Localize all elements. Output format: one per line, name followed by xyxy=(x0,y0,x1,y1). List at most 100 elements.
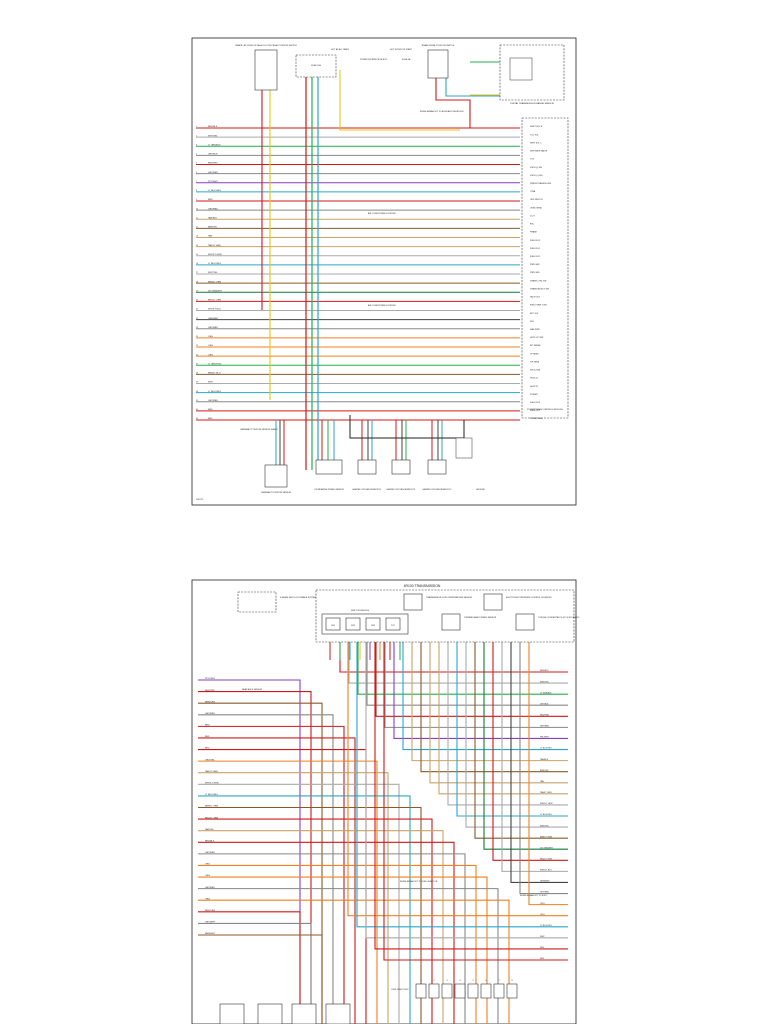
left-pin-number: 17 xyxy=(196,272,198,274)
right-wire-label: LT BLU/ORG xyxy=(540,748,552,750)
pcm-pin-label: TCC SOL xyxy=(530,134,540,136)
left-pin-number: 23 xyxy=(196,327,198,329)
figure-id: G10715 xyxy=(196,499,204,501)
hot-run-label: HOT IN RUN OR START xyxy=(390,48,413,51)
pcm-pin-label: TACH OUT xyxy=(530,296,541,299)
pcm-pin-label: HO2S 21 xyxy=(530,386,539,388)
left-wire-label: TAN/LT GRN xyxy=(208,244,221,247)
ho2s-2-label: HEATED OXYGEN SENSOR 21 xyxy=(387,488,417,491)
left-wire-label: BRN/YEL xyxy=(208,227,218,229)
left-wire-label: GRY/BLK xyxy=(208,154,218,156)
left-wire-13 xyxy=(198,818,433,1024)
right-wire-5 xyxy=(375,640,568,717)
left-pin-number: 31 xyxy=(196,400,198,402)
brake-switch-box xyxy=(427,49,449,79)
ground-block xyxy=(455,437,473,459)
left-wire-1 xyxy=(198,679,301,1024)
left-pin-number: 5 xyxy=(196,163,197,165)
pcm-pin-label: POWER xyxy=(530,394,538,396)
left-wire-label: BRN/WHT xyxy=(205,933,216,935)
right-wire-9 xyxy=(411,640,568,762)
right-wire-label: TAN xyxy=(540,780,544,783)
ground-line xyxy=(349,415,464,439)
left-wire-label: RED/PNK xyxy=(205,690,215,692)
left-pin-number: 26 xyxy=(196,354,198,356)
left-wire-label: TAN xyxy=(208,235,213,238)
pcm-pin-label: IGN (LOW) xyxy=(530,370,540,372)
left-wire-label: GRY/RED xyxy=(205,713,215,715)
left-wire-label: LT BLU/ORG xyxy=(208,391,221,393)
pdb-label: POWER DISTRIBUTION BOX xyxy=(360,59,388,61)
right-wire-8 xyxy=(402,640,568,751)
left-wire-9 xyxy=(198,772,389,1024)
fuel-injector-number: 3 xyxy=(446,980,448,982)
left-wire-label: ORG xyxy=(205,864,210,866)
ho2s-2-box xyxy=(391,459,411,475)
clutch-switch-box xyxy=(254,49,278,91)
pcm-pin-label: KAM PWR xyxy=(530,328,540,331)
left-pin-number: 7 xyxy=(196,181,197,183)
right-wire-label: ORG xyxy=(540,914,545,916)
left-pin-number: 4 xyxy=(196,154,197,156)
right-wire-27 xyxy=(383,640,568,961)
left-wire-label: WHT/YEL xyxy=(208,272,219,274)
left-wire-label: RED/LT GRN xyxy=(208,300,221,302)
rear-axle-sensor-label: REAR AXLE SENSOR xyxy=(242,688,263,691)
left-wire-label: GRY/RED xyxy=(208,208,218,210)
right-wire-label: WHT/LT GRN xyxy=(540,803,553,805)
left-pin-number: 20 xyxy=(196,300,198,302)
speed-sensor-label: OIL/RESERVE SPEED SENSOR xyxy=(314,489,344,491)
right-wire-label: GRY/RED xyxy=(540,892,550,894)
left-wire-label: BRN/LT GRN xyxy=(205,806,218,808)
right-wire-23 xyxy=(347,640,568,917)
right-wire-label: RED xyxy=(540,958,545,960)
fuel-injector-number: 1 xyxy=(420,980,422,982)
ho2s-3-label: HEATED OXYGEN SENSOR 12 xyxy=(423,488,453,491)
solenoid-label: SS1 xyxy=(331,625,336,627)
left-wire-label: GRY/RED xyxy=(205,852,215,854)
tcc-solenoid-label: TORQUE CONVERTER CLUTCH SOLENOID xyxy=(538,617,580,619)
left-wire-17 xyxy=(198,864,477,1024)
right-wire-15 xyxy=(465,640,568,828)
left-pin-number: 27 xyxy=(196,363,198,365)
transmission-wiring-diagram: 4R100 TRANSMISSION 4 WHEEL ANTI-LOCK BRA… xyxy=(191,579,580,1024)
brake-feed-2 xyxy=(445,78,500,97)
left-pin-number: 33 xyxy=(196,418,198,420)
right-wire-18 xyxy=(492,640,568,861)
left-wire-6 xyxy=(198,737,356,1024)
right-wire-10 xyxy=(420,640,568,773)
pcm-pin-label: TIP SENS xyxy=(530,361,540,363)
pcm-pin-label: SHIFT SOL B xyxy=(530,126,543,128)
left-wire-label: LT GRN/BLK xyxy=(208,144,221,146)
left-pin-number: 13 xyxy=(196,236,198,238)
left-wire-label: RED/ORG xyxy=(205,910,216,912)
right-wire-label: GRY/BLK xyxy=(540,703,549,705)
left-wire-label: RED xyxy=(208,418,213,420)
clutch-switch-label: BRAKE LEFT SIDE OF DASH CLUTCH PEDAL POS… xyxy=(235,44,297,47)
right-wire-19 xyxy=(501,640,568,872)
right-wire-label: RED/PNK xyxy=(540,715,550,717)
right-wire-label: TAN/BLK xyxy=(540,758,549,761)
left-pin-number: 29 xyxy=(196,382,198,384)
fuel-injector-8 xyxy=(506,983,518,999)
right-wire-label: TAN/LT GRN xyxy=(540,791,552,794)
shift-solenoids-label: SHIFT SOLENOIDS xyxy=(351,610,370,612)
pcm-pin-label: ESC xyxy=(530,224,535,226)
left-wire-12 xyxy=(198,806,422,1024)
left-wire-label: RED xyxy=(205,725,210,727)
fuel-injectors-label: FUEL INJECTORS xyxy=(392,989,410,991)
bottom-sensor-4 xyxy=(325,1003,351,1024)
right-wire-25 xyxy=(365,640,568,939)
right-wire-17 xyxy=(483,640,568,850)
right-wire-label: BRN/LT GRN xyxy=(540,836,552,838)
left-wire-label: RED/LT GRN xyxy=(205,817,218,819)
left-wire-label: DK GRN/WHT xyxy=(208,290,223,292)
left-wire-label: WHT/LT BLU xyxy=(208,309,221,311)
brake-switch-label: BRAKE PEDAL POSITION SWITCH xyxy=(422,44,455,47)
solenoid-ss1 xyxy=(325,617,341,631)
right-wire-12 xyxy=(438,640,568,795)
right-wire-2 xyxy=(348,640,568,684)
pcm-pin-label: TCS xyxy=(530,159,535,161)
pcm-pin-label: TRANS CTRL SW xyxy=(530,279,546,282)
left-wire-label: TAN/BLK xyxy=(208,216,217,219)
